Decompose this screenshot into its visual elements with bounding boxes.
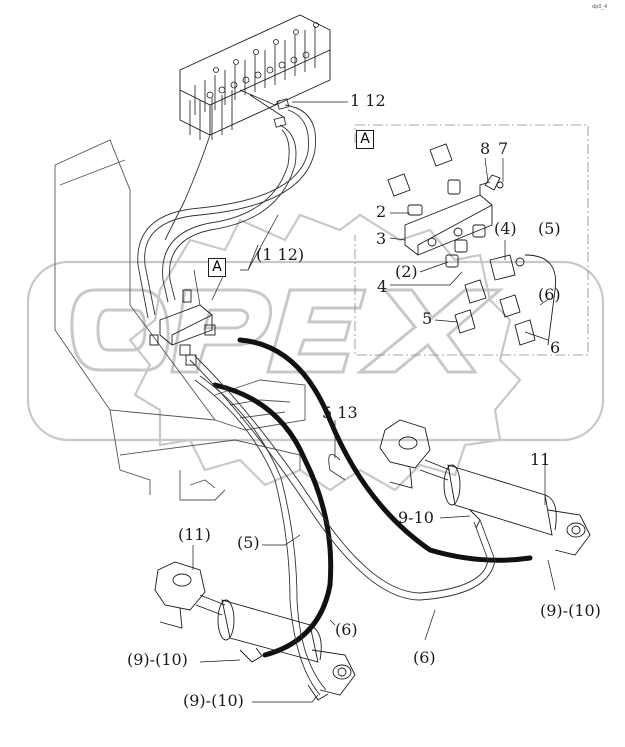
watermark-banner	[26, 260, 605, 442]
label-11: 11	[530, 450, 551, 469]
label-p11: (11)	[178, 525, 211, 544]
label-p1-12: (1 12)	[256, 245, 305, 264]
hoses-black	[212, 337, 533, 658]
hoses-thin	[189, 355, 496, 696]
opex-watermark	[26, 213, 605, 492]
label-1-12: 1 12	[350, 91, 386, 110]
watermark-letters	[70, 288, 505, 374]
label-p6-top: (6)	[538, 285, 561, 304]
control-valve	[179, 14, 331, 140]
label-7: 7	[498, 139, 509, 158]
label-p5-mid: (5)	[237, 533, 260, 552]
detail-a-parts	[387, 143, 557, 346]
hoses-1-12	[137, 98, 317, 319]
label-8: 8	[480, 139, 491, 158]
label-p2: (2)	[395, 262, 418, 281]
label-p9-10-bottom: (9)-(10)	[183, 691, 244, 710]
label-p9-10-left: (9)-(10)	[127, 650, 188, 669]
machine-frame	[54, 139, 306, 501]
detail-frame	[354, 124, 589, 356]
label-3: 3	[376, 229, 387, 248]
label-p4: (4)	[494, 219, 517, 238]
label-9-10: 9-10	[398, 508, 434, 527]
label-2: 2	[376, 202, 387, 221]
label-p6-bottom: (6)	[413, 648, 436, 667]
detail-box-label: A	[356, 130, 374, 149]
cylinder-right	[379, 419, 591, 556]
label-p6-mid: (6)	[335, 620, 358, 639]
label-p5-top: (5)	[538, 219, 561, 238]
corner-mark: dp0_4	[592, 4, 608, 10]
label-4: 4	[377, 277, 388, 296]
callout-box-label: A	[208, 258, 226, 277]
label-p9-10-right: (9)-(10)	[540, 601, 601, 620]
cylinder-left	[154, 561, 356, 701]
hose-black-1	[237, 337, 533, 563]
leader-lines	[192, 101, 556, 703]
label-5-detail: 5	[422, 309, 433, 328]
label-6-detail: 6	[550, 338, 561, 357]
label-5-13: 5 13	[322, 403, 358, 422]
